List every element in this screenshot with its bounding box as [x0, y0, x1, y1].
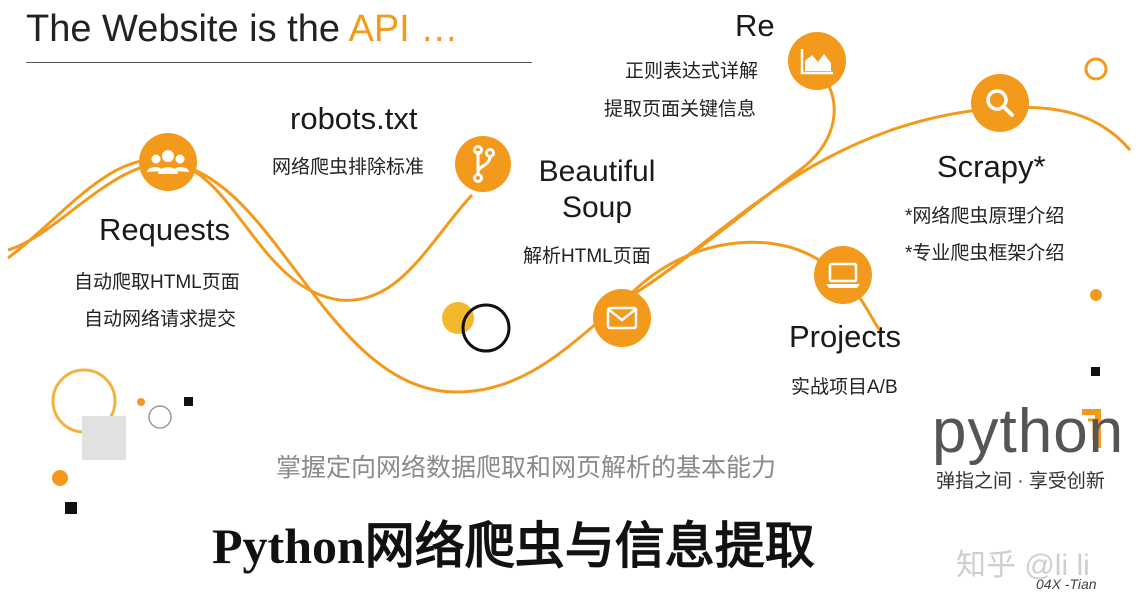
deco-dot-yellow — [442, 302, 474, 334]
node-requests-line-2: 自动网络请求提交 — [84, 309, 237, 330]
node-scrapy-line-1: *网络爬虫原理介绍 — [905, 206, 1065, 227]
node-scrapy-title: Scrapy* — [937, 149, 1046, 184]
deco-gray-square — [82, 416, 126, 460]
header-title-accent: API … — [348, 8, 459, 50]
node-requests-title: Requests — [99, 212, 230, 247]
deco-black-square — [184, 397, 193, 406]
header-title-prefix: The Website is the — [26, 8, 349, 50]
python-logo-word: python — [932, 397, 1125, 466]
python-logo-tagline: 弹指之间 · 享受创新 — [936, 471, 1105, 492]
slide-main-title: Python网络爬虫与信息提取 — [212, 518, 815, 574]
laptop-icon — [814, 246, 872, 304]
python-logo-mark — [1082, 409, 1101, 448]
node-beautifulsoup-title: Beautiful Soup — [528, 154, 666, 226]
node-robots-line-1: 网络爬虫排除标准 — [272, 157, 425, 178]
node-beautifulsoup-title-1: Beautiful — [538, 155, 656, 188]
node-requests-line-1: 自动爬取HTML页面 — [74, 272, 240, 293]
deco-dot-orange — [52, 470, 68, 486]
deco-ring-gray — [148, 405, 172, 429]
node-re-line-1: 正则表达式详解 — [625, 61, 759, 82]
node-re-line-2: 提取页面关键信息 — [604, 99, 757, 120]
people-group-icon — [139, 133, 197, 191]
deco-ring-black — [461, 303, 511, 353]
node-robots-title: robots.txt — [290, 101, 418, 136]
envelope-icon — [593, 289, 651, 347]
deco-dot-orange-r — [1090, 289, 1102, 301]
header-divider — [26, 62, 532, 63]
deco-dot-orange-small — [137, 398, 145, 406]
node-re-title: Re — [735, 8, 775, 43]
slide-subtitle: 掌握定向网络数据爬取和网页解析的基本能力 — [276, 454, 777, 482]
branch-icon — [455, 136, 511, 192]
main-curve — [7, 157, 474, 302]
node-beautifulsoup-title-2: Soup — [561, 191, 633, 224]
node-projects-line-1: 实战项目A/B — [791, 377, 898, 398]
node-beautifulsoup-line-1: 解析HTML页面 — [523, 246, 651, 267]
deco-black-square-2 — [65, 502, 77, 514]
search-icon — [971, 74, 1029, 132]
area-chart-icon — [788, 32, 846, 90]
header-title: The Website is the API … — [26, 8, 458, 51]
node-projects-title: Projects — [789, 319, 901, 354]
projects-curve — [623, 240, 882, 332]
deco-black-square-r — [1091, 367, 1100, 376]
author-signature: 04X -Tian — [1036, 576, 1097, 592]
zhihu-watermark: 知乎 @li li — [956, 549, 1090, 582]
deco-ring-orange-tr — [1084, 57, 1108, 81]
node-scrapy-line-2: *专业爬虫框架介绍 — [905, 243, 1065, 264]
